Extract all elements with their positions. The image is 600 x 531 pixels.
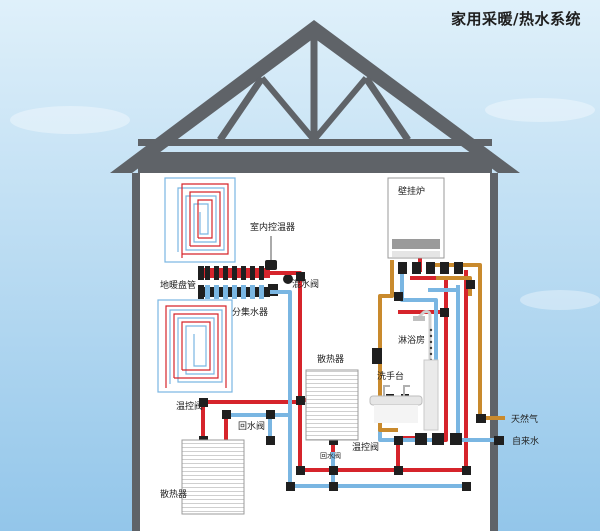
shower-room-label: 淋浴房 [398,334,425,346]
thermostat-label: 室内控温器 [250,221,295,233]
floor-coil-lower [157,299,233,393]
diagram-title: 家用采暖/热水系统 [451,10,581,28]
radiator-center-label: 散热器 [317,353,344,365]
natural-gas-label: 天然气 [511,413,538,425]
radiator-bottom-label: 散热器 [160,488,187,500]
return-valve-left-label: 回水阀 [238,420,265,432]
wash-basin-label: 洗手台 [377,370,404,382]
manifold [198,266,270,299]
radiator-center [305,369,359,441]
boiler-label: 壁挂炉 [398,185,425,197]
floor-coil-label: 地暖盘管 [160,279,196,291]
manifold-label: 分集水器 [232,306,268,318]
shower [413,310,439,431]
inlet-ends [476,414,504,445]
temp-valve-left-label: 温控阀 [176,400,203,412]
tap-water-label: 自来水 [512,435,539,447]
clouds [10,98,600,310]
wash-basin [369,385,423,423]
floor-coil-upper [164,177,236,263]
house-roof [110,20,520,173]
temp-valve-center-label: 温控阀 [352,441,379,453]
mixing-valve-label: 混水阀 [292,278,319,290]
wall-boiler [387,177,445,259]
return-valve-center-label: 回水阀 [320,451,341,460]
radiator-bottom [181,439,245,515]
